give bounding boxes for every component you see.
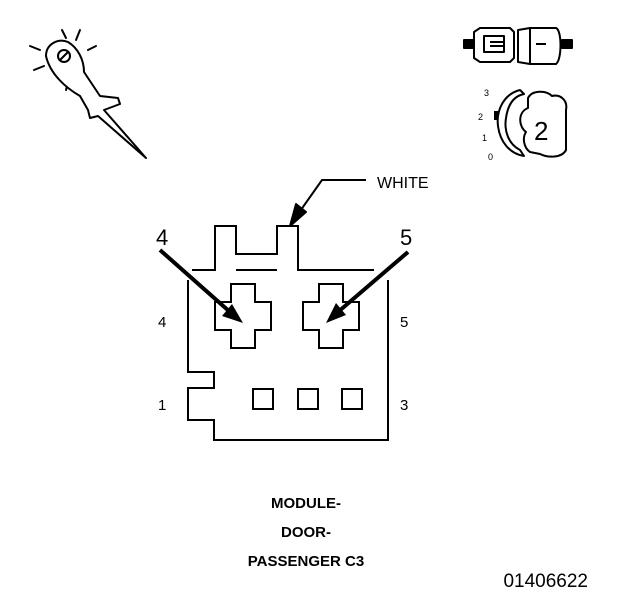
scale-tick-3: 3 — [484, 88, 489, 98]
pin-label-3: 3 — [400, 397, 408, 414]
pin-label-1: 1 — [158, 397, 166, 414]
callout-number-5: 5 — [400, 225, 412, 250]
connector-face — [187, 225, 389, 441]
connector-title-line-1: MODULE- — [271, 495, 341, 512]
pin-label-5: 5 — [400, 314, 408, 331]
callout-arrows — [158, 248, 410, 323]
scale-tick-2: 2 — [478, 112, 483, 122]
cavity-2 — [297, 388, 319, 410]
key-number: 2 — [534, 116, 548, 146]
connector-title-line-3: PASSENGER C3 — [248, 553, 364, 570]
scale-tick-0: 0 — [488, 152, 493, 162]
cavity-4 — [214, 283, 272, 349]
pin-label-4: 4 — [158, 314, 166, 331]
wire-color-callout: WHITE — [289, 175, 429, 227]
probe-icon — [29, 29, 147, 159]
connector-halves-icon — [463, 27, 573, 65]
callout-number-4: 4 — [156, 225, 168, 250]
cavity-5 — [302, 283, 360, 349]
wire-color-label: WHITE — [377, 175, 429, 192]
scale-tick-1: 1 — [482, 133, 487, 143]
connector-title-line-2: DOOR- — [281, 524, 331, 541]
cavity-3 — [341, 388, 363, 410]
cavity-1 — [252, 388, 274, 410]
key-dial-icon: 3 2 1 0 2 — [478, 88, 568, 162]
figure-number: 01406622 — [503, 571, 588, 592]
